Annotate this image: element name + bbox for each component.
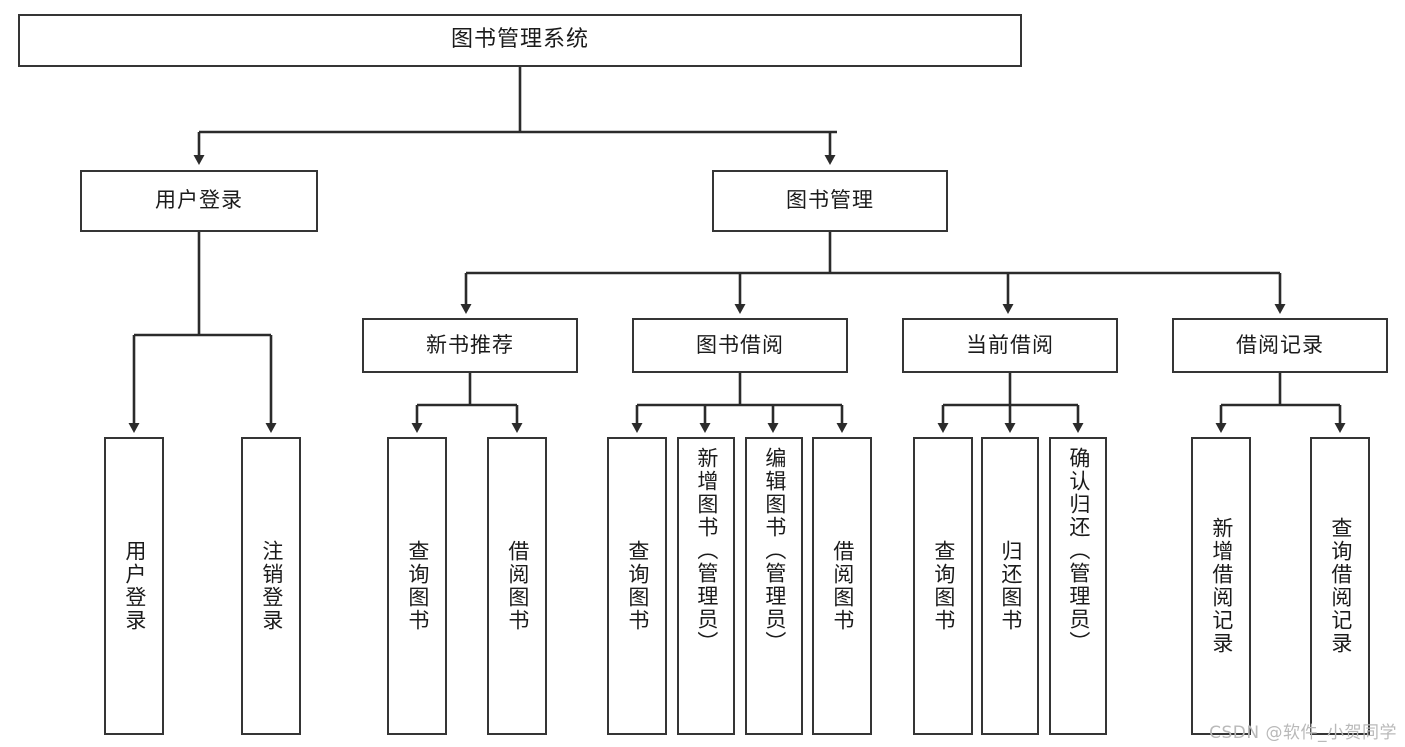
- node-leaf-borrow-book-2[interactable]: 借阅图书: [812, 437, 872, 735]
- node-leaf-add-book-label: 新增图书（管理员）: [694, 447, 719, 654]
- node-book-manage[interactable]: 图书管理: [712, 170, 948, 232]
- node-current-borrow[interactable]: 当前借阅: [902, 318, 1118, 373]
- node-leaf-query-book-3-label: 查询图书: [931, 540, 956, 632]
- node-leaf-user-login-label: 用户登录: [122, 540, 147, 632]
- node-book-borrow-label: 图书借阅: [696, 332, 784, 357]
- node-leaf-query-book-1[interactable]: 查询图书: [387, 437, 447, 735]
- node-leaf-query-book-3[interactable]: 查询图书: [913, 437, 973, 735]
- node-new-book-recommend[interactable]: 新书推荐: [362, 318, 578, 373]
- node-user-login-label: 用户登录: [155, 188, 243, 213]
- node-leaf-borrow-book-1[interactable]: 借阅图书: [487, 437, 547, 735]
- node-borrow-record[interactable]: 借阅记录: [1172, 318, 1388, 373]
- node-leaf-borrow-book-1-label: 借阅图书: [505, 540, 530, 632]
- node-leaf-edit-book-label: 编辑图书（管理员）: [762, 447, 787, 654]
- node-leaf-borrow-book-2-label: 借阅图书: [830, 540, 855, 632]
- node-leaf-edit-book[interactable]: 编辑图书（管理员）: [745, 437, 803, 735]
- node-borrow-record-label: 借阅记录: [1236, 332, 1324, 357]
- watermark-text: CSDN @软件_小贺同学: [1209, 723, 1397, 743]
- node-new-book-recommend-label: 新书推荐: [426, 332, 514, 357]
- node-leaf-query-book-2[interactable]: 查询图书: [607, 437, 667, 735]
- node-leaf-user-login[interactable]: 用户登录: [104, 437, 164, 735]
- node-leaf-query-record-label: 查询借阅记录: [1328, 517, 1353, 655]
- node-book-borrow[interactable]: 图书借阅: [632, 318, 848, 373]
- node-root-label: 图书管理系统: [450, 27, 589, 53]
- node-leaf-confirm-return[interactable]: 确认归还（管理员）: [1049, 437, 1107, 735]
- node-leaf-add-record[interactable]: 新增借阅记录: [1191, 437, 1251, 735]
- node-root[interactable]: 图书管理系统: [18, 14, 1022, 67]
- node-leaf-return-book[interactable]: 归还图书: [981, 437, 1039, 735]
- node-current-borrow-label: 当前借阅: [966, 332, 1054, 357]
- node-leaf-confirm-return-label: 确认归还（管理员）: [1066, 447, 1091, 654]
- node-leaf-query-book-1-label: 查询图书: [405, 540, 430, 632]
- node-leaf-add-book[interactable]: 新增图书（管理员）: [677, 437, 735, 735]
- node-leaf-logout-label: 注销登录: [259, 540, 284, 632]
- node-book-manage-label: 图书管理: [786, 188, 874, 213]
- node-leaf-add-record-label: 新增借阅记录: [1209, 517, 1234, 655]
- node-leaf-return-book-label: 归还图书: [998, 540, 1023, 632]
- node-user-login[interactable]: 用户登录: [80, 170, 318, 232]
- node-leaf-logout[interactable]: 注销登录: [241, 437, 301, 735]
- node-leaf-query-book-2-label: 查询图书: [625, 540, 650, 632]
- node-leaf-query-record[interactable]: 查询借阅记录: [1310, 437, 1370, 735]
